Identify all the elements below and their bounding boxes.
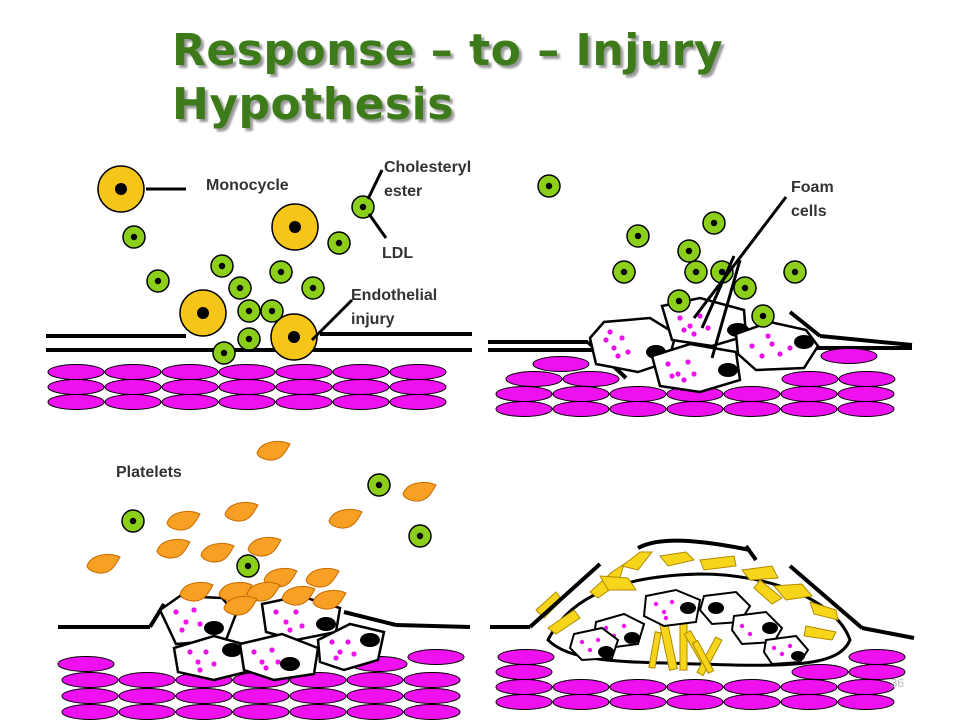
label-cholesteryl-line2: ester xyxy=(384,183,423,200)
panel-foam-cells xyxy=(488,174,913,417)
label-endothelial-line2: injury xyxy=(351,311,395,328)
foam-cell xyxy=(238,632,320,682)
foam-cell xyxy=(762,634,810,666)
monocyte-cell xyxy=(179,289,227,337)
slide-title: Response – to – Injury Hypothesis xyxy=(172,24,723,132)
foam-pointers xyxy=(692,196,788,359)
vessel-wall xyxy=(46,332,472,352)
label-platelets: Platelets xyxy=(116,464,182,481)
foam-cell xyxy=(650,342,742,394)
label-monocycle: Monocycle xyxy=(206,177,289,194)
vessel-wall-4 xyxy=(490,538,915,640)
panel-fibrous-plaque xyxy=(490,538,915,710)
fibrous-cap xyxy=(535,551,839,641)
vessel-wall-2 xyxy=(488,310,913,380)
monocyte-cells xyxy=(97,165,319,361)
foam-cell xyxy=(158,594,238,646)
label-foam-line1: Foam xyxy=(791,179,834,196)
label-endothelial-line1: Endothelial xyxy=(351,287,438,304)
plaque-foam-cells xyxy=(568,588,810,666)
label-cholesteryl-line1: Cholesteryl xyxy=(384,159,472,176)
page-number: 36 xyxy=(890,676,904,690)
title-line-2: Hypothesis xyxy=(172,79,454,130)
ldl-particles-2 xyxy=(537,174,807,328)
cholesterol-crystals xyxy=(648,617,723,677)
foam-cell xyxy=(316,622,386,672)
panel-platelets xyxy=(57,440,471,720)
foam-cell xyxy=(642,588,702,628)
label-pointers xyxy=(146,169,388,342)
label-foam-line2: cells xyxy=(791,203,827,220)
ldl-particles xyxy=(122,195,375,365)
foam-cell xyxy=(730,610,784,646)
vessel-wall-3 xyxy=(58,602,471,629)
monocyte-cell xyxy=(97,165,145,213)
panel-monocyte-ldl xyxy=(46,165,472,410)
label-endothelial-injury: Endothelial injury xyxy=(351,284,437,332)
monocyte-cell xyxy=(271,203,319,251)
title-line-1: Response – to – Injury xyxy=(172,25,724,76)
monocyte-cell xyxy=(270,313,318,361)
foam-cell xyxy=(568,626,620,662)
label-ldl: LDL xyxy=(382,245,414,262)
label-cholesteryl-ester: Cholesteryl ester xyxy=(384,156,471,204)
smooth-muscle-layer xyxy=(47,364,447,410)
label-foam-cells: Foam cells xyxy=(791,176,834,224)
foam-cell xyxy=(734,320,820,372)
foam-cell-cluster-3 xyxy=(158,594,386,682)
